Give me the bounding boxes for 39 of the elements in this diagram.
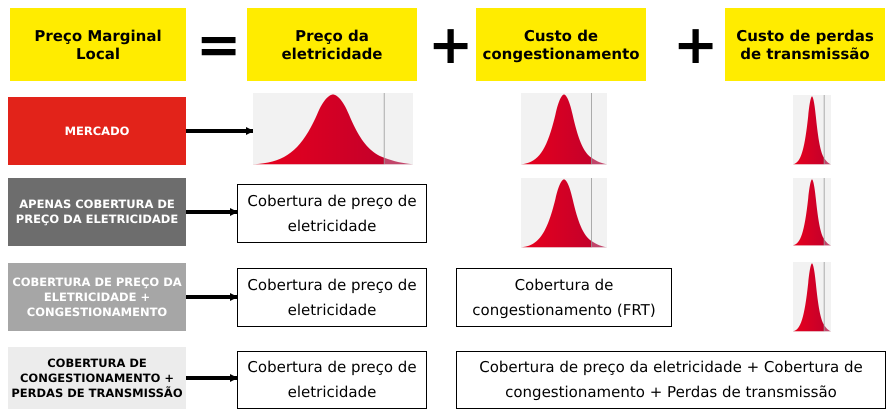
header-text: Preço da eletricidade [280, 26, 384, 62]
header-box [725, 8, 885, 81]
hedge-text: Cobertura de preço de eletricidade [246, 357, 418, 403]
row-label-box [8, 263, 186, 331]
hedge-box [237, 351, 427, 409]
hedge-text: Cobertura de preço de eletricidade [246, 274, 418, 320]
bell-curve-drawing [793, 262, 831, 332]
row-label-text: APENAS COBERTURA DE PREÇO DA ELETRICIDADE [14, 197, 180, 227]
hedge-box [237, 268, 427, 327]
row-label-text: COBERTURA DE CONGESTIONAMENTO + PERDAS DE TRANSMISSÃO [11, 356, 183, 400]
header-text: Custo de congestionamento [482, 26, 640, 62]
row-label-box [8, 347, 186, 409]
hedge-text: Cobertura de preço da eletricidade + Cobertura de congestionamento + Perdas de transmissão [478, 357, 864, 403]
header-box [247, 8, 417, 81]
header-box [476, 8, 646, 81]
hedge-box [456, 268, 672, 327]
hedge-text: Cobertura de congestionamento (FRT) [471, 274, 657, 320]
bell-curve-drawing [793, 178, 831, 246]
header-box [10, 8, 186, 81]
arrow [186, 374, 238, 382]
header-text: Custo de perdas de transmissão [735, 26, 875, 62]
row-label-text: COBERTURA DE PREÇO DA ELETRICIDADE + CONGESTIONAMENTO [11, 274, 183, 320]
row-label-box [8, 97, 186, 165]
arrow [186, 208, 238, 216]
row-label-box [8, 178, 186, 246]
row-label-text: MERCADO [64, 124, 130, 138]
bell-curve-drawing [253, 93, 413, 165]
operator-sign: = [196, 18, 242, 72]
hedge-box [456, 351, 886, 409]
arrow [186, 293, 238, 301]
arrow [186, 127, 254, 135]
header-text: Preço Marginal Local [33, 26, 163, 62]
hedge-box [237, 184, 427, 243]
hedge-text: Cobertura de preço de eletricidade [246, 190, 418, 236]
bell-curve-drawing [521, 93, 607, 165]
operator-sign: + [673, 18, 718, 72]
bell-curve-drawing [521, 178, 607, 248]
operator-sign: + [428, 18, 474, 72]
bell-curve-drawing [793, 95, 831, 165]
